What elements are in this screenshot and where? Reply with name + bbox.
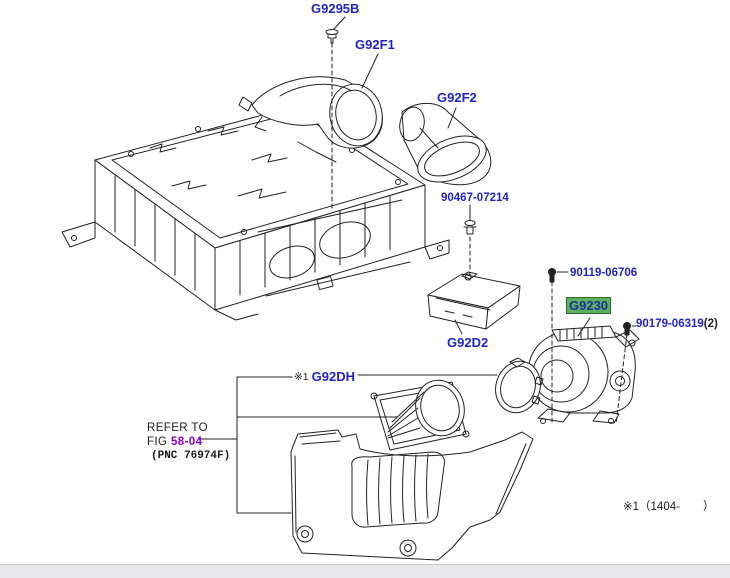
fig-word: FIG bbox=[147, 436, 168, 448]
ring-clamp-drawing bbox=[495, 357, 544, 414]
part-label-90179-06319[interactable]: 90179-06319(2) bbox=[636, 317, 718, 331]
part-label-90119-06706[interactable]: 90119-06706 bbox=[570, 267, 638, 279]
g92dh-bracket-lines bbox=[198, 374, 498, 514]
refer-note: REFER TO FIG 58-04 (PNC 76974F) bbox=[147, 421, 230, 463]
funnel-duct-drawing bbox=[370, 379, 470, 451]
part-label-g92dh[interactable]: G92DH bbox=[311, 369, 355, 384]
part-label-g92d2[interactable]: G92D2 bbox=[447, 335, 489, 350]
footnote-marker: ※1 bbox=[294, 371, 309, 383]
pnc-text: (PNC 76974F) bbox=[151, 450, 231, 462]
part-number-text: 90179-06319 bbox=[636, 318, 704, 330]
bolt-90119-icon bbox=[548, 268, 556, 283]
part-label-90467-07214[interactable]: 90467-07214 bbox=[441, 192, 509, 204]
highlight-badge: G9230 bbox=[566, 297, 612, 314]
refer-line2: FIG 58-04 bbox=[147, 435, 230, 449]
horizontal-scrollbar-track[interactable] bbox=[0, 564, 730, 578]
parts-diagram-canvas: G9295B G92F1 G92F2 90467-07214 90119-067… bbox=[61, 1, 718, 561]
part-label-g9295b[interactable]: G9295B bbox=[311, 1, 360, 16]
duct-g92d2-drawing bbox=[427, 271, 521, 330]
cover-panel-drawing bbox=[290, 429, 534, 561]
refer-line1: REFER TO bbox=[147, 422, 208, 434]
part-label-g92f1[interactable]: G92F1 bbox=[355, 37, 395, 52]
duct-g92f2-drawing bbox=[399, 102, 492, 186]
part-label-g92dh-row: ※1 G92DH bbox=[294, 370, 355, 384]
bolt-90467-icon bbox=[463, 220, 477, 235]
footnote-1404: ※1（1404- ） bbox=[623, 501, 715, 513]
leader-lines bbox=[331, 16, 637, 425]
quantity-text: (2) bbox=[703, 318, 718, 330]
clip-g9295b-icon bbox=[325, 29, 339, 44]
blower-g9230-drawing bbox=[527, 325, 640, 424]
bolt-90179-icon bbox=[623, 322, 631, 336]
duct-g92f1-drawing bbox=[238, 76, 383, 149]
hv-battery-assembly-drawing bbox=[61, 104, 450, 321]
part-label-g9230-highlighted[interactable]: G9230 bbox=[566, 297, 612, 314]
fig-link-58-04[interactable]: 58-04 bbox=[170, 436, 203, 448]
exploded-view-drawing bbox=[61, 16, 640, 561]
part-label-g92f2[interactable]: G92F2 bbox=[437, 90, 477, 105]
